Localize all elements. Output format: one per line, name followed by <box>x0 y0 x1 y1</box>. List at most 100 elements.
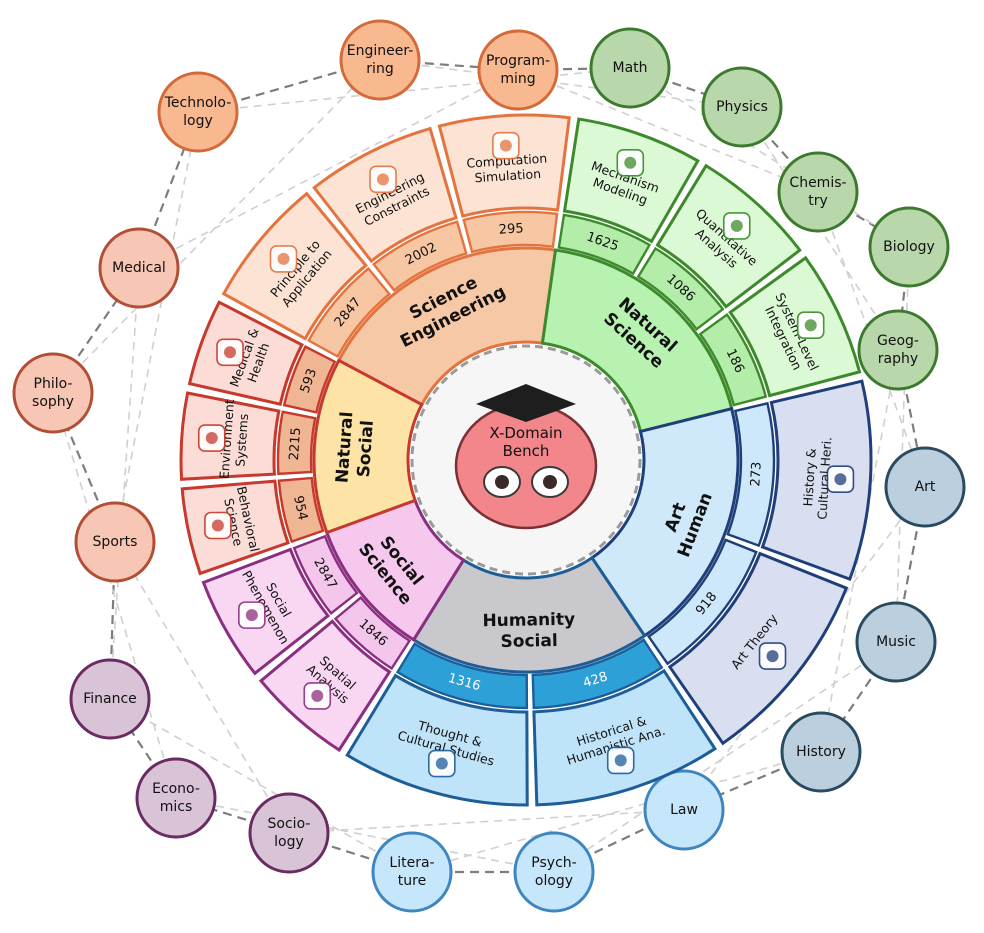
count-cell <box>276 410 317 476</box>
octopus-mascot-icon <box>454 384 598 530</box>
category-count: 428 <box>581 669 609 691</box>
node-cross-link <box>197 67 631 113</box>
count-cell <box>531 638 664 710</box>
node-circle <box>701 66 783 148</box>
node-label-line: ring <box>366 61 393 77</box>
node-cross-link <box>288 809 685 834</box>
scroll-icon <box>428 749 456 778</box>
category-sector <box>201 547 331 676</box>
node-label: Socio-logy <box>268 816 311 850</box>
discipline-node: Philo-sophy <box>12 352 94 434</box>
count-cell <box>726 401 776 548</box>
discipline-node: Law <box>643 769 725 851</box>
node-label: Technolo-logy <box>164 95 232 129</box>
node-circle <box>157 71 239 153</box>
node-label-line: Biology <box>883 239 935 255</box>
node-label-line: Engineer- <box>347 43 414 59</box>
medkit-icon <box>216 338 244 367</box>
node-cross-link <box>411 751 822 873</box>
location-person-icon <box>238 601 266 629</box>
category-count: 2215 <box>287 427 304 461</box>
node-circle <box>12 352 94 434</box>
category-count: 273 <box>748 461 764 487</box>
node-circle <box>780 711 862 793</box>
category-label: ComputationSimulation <box>466 150 549 185</box>
discipline-node: Biology <box>868 206 950 288</box>
count-cell <box>647 538 758 666</box>
node-label: Art <box>915 479 936 495</box>
node-label: Sports <box>93 534 138 550</box>
category-sector <box>180 479 290 576</box>
node-circle <box>371 831 453 913</box>
node-label: Law <box>670 802 698 818</box>
node-link <box>108 541 117 700</box>
node-label: Econo-mics <box>152 781 200 815</box>
graduation-cap-icon <box>476 384 576 422</box>
node-circle <box>589 27 671 109</box>
category-label-line: Systems <box>232 413 251 467</box>
discipline-node: Math <box>589 27 671 109</box>
node-label-line: logy <box>274 834 304 850</box>
node-label-line: Psych- <box>531 855 576 871</box>
category-sector <box>345 673 529 807</box>
inner-sector <box>312 358 424 535</box>
node-label-line: Sports <box>93 534 138 550</box>
blocks-icon <box>722 212 751 240</box>
fan-icon <box>606 746 635 775</box>
node-circle <box>477 29 559 111</box>
node-cross-link <box>517 69 819 193</box>
node-circle <box>339 19 421 101</box>
node-label-line: History <box>796 744 846 760</box>
node-label-line: Econo- <box>152 781 200 797</box>
node-cross-link <box>114 541 290 834</box>
node-link <box>51 392 117 543</box>
discipline-node: History <box>780 711 862 793</box>
discipline-node: Physics <box>701 66 783 148</box>
count-cell <box>372 220 468 292</box>
node-cross-link <box>175 797 555 873</box>
drill-icon <box>269 245 298 273</box>
node-label: History <box>796 744 846 760</box>
node-label: Finance <box>83 691 137 707</box>
category-sector <box>532 668 717 807</box>
node-label-line: Geog- <box>877 333 919 349</box>
node-cross-link <box>820 349 899 753</box>
node-label-line: mics <box>160 799 193 815</box>
factory-icon <box>197 424 226 452</box>
group-label-line: Social <box>500 631 557 652</box>
node-label-line: ming <box>500 71 535 87</box>
node-label: Litera-ture <box>389 855 434 889</box>
node-cross-link <box>379 59 743 108</box>
cube-icon <box>616 148 645 177</box>
node-label: Chemis-try <box>789 175 846 209</box>
category-sector <box>187 300 304 406</box>
discipline-node: Socio-logy <box>248 792 330 874</box>
inner-sector <box>540 248 734 434</box>
node-circle <box>855 601 937 683</box>
category-sector <box>667 551 849 746</box>
count-cell <box>698 313 768 407</box>
node-circle <box>74 501 156 583</box>
category-sector <box>728 255 862 398</box>
group-label: NaturalSocial <box>332 411 378 485</box>
node-label: Psych-ology <box>531 855 576 889</box>
node-circle <box>135 757 217 839</box>
node-circle <box>777 151 859 233</box>
node-label-line: Litera- <box>389 855 434 871</box>
category-sector <box>760 379 873 582</box>
node-circle <box>248 792 330 874</box>
node-label-line: Technolo- <box>164 95 232 111</box>
category-sector <box>562 117 700 244</box>
inner-sector <box>589 406 740 638</box>
node-label: Medical <box>112 260 166 276</box>
category-label-line: Simulation <box>474 165 541 184</box>
category-label-line: Computation <box>466 150 548 170</box>
group-label-line: Social <box>354 420 378 478</box>
category-count: 954 <box>290 494 310 521</box>
count-cell <box>333 595 412 671</box>
node-link <box>894 486 927 643</box>
group-label-line: Natural <box>332 411 357 484</box>
